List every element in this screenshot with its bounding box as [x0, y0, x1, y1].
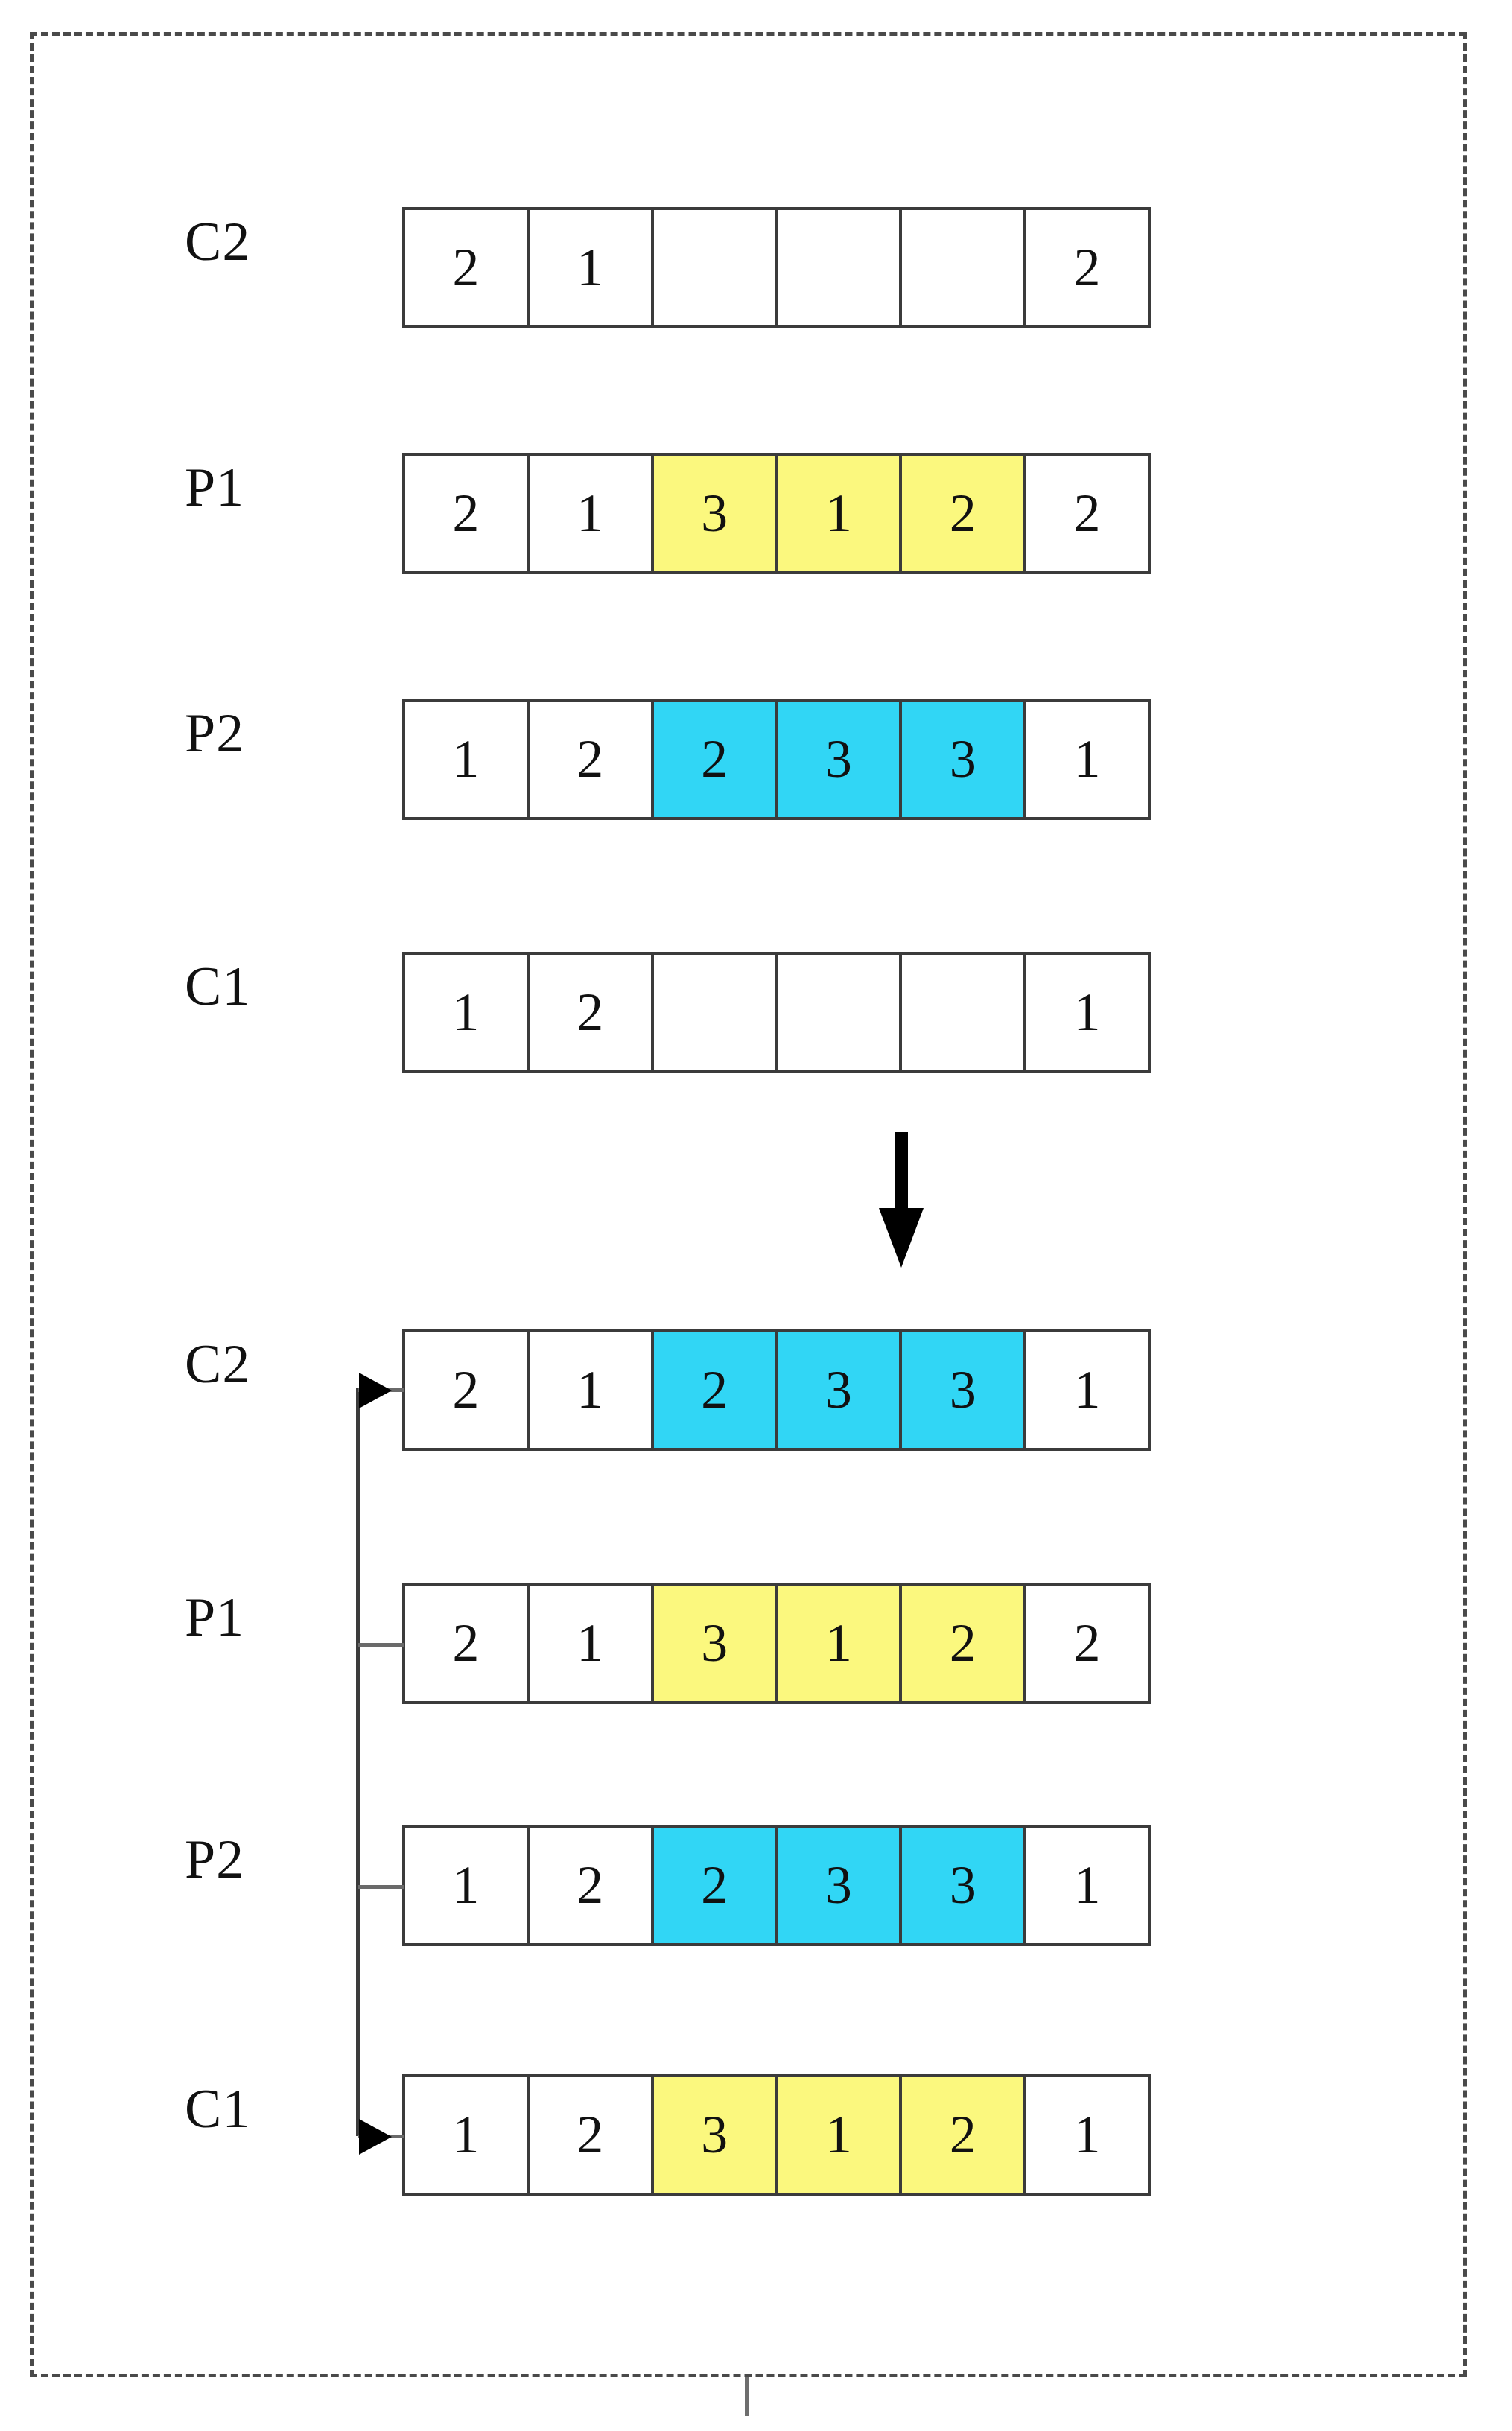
cell-before-p1-4: 2 [902, 456, 1027, 571]
cell-after-c2-1: 1 [529, 1332, 654, 1448]
cell-after-p1-1: 1 [529, 1586, 654, 1701]
cell-before-c2-0: 2 [405, 210, 530, 325]
cell-before-c1-2 [653, 955, 778, 1070]
cell-after-p2-4: 3 [902, 1828, 1027, 1943]
cell-before-c1-3 [778, 955, 903, 1070]
row-label-after-p1: P1 [185, 1587, 245, 1648]
cell-after-p2-3: 3 [778, 1828, 903, 1943]
cell-before-c1-1: 2 [529, 955, 654, 1070]
cell-before-p2-5: 1 [1026, 702, 1148, 817]
cell-before-p1-5: 2 [1026, 456, 1148, 571]
cell-before-p2-0: 1 [405, 702, 530, 817]
row-label-before-c2: C2 [185, 212, 251, 273]
cell-before-c2-1: 1 [529, 210, 654, 325]
cell-after-p1-2: 3 [653, 1586, 778, 1701]
cell-before-p1-2: 3 [653, 456, 778, 571]
row-label-before-p1: P1 [185, 457, 245, 518]
cell-after-p2-5: 1 [1026, 1828, 1148, 1943]
cell-after-c1-0: 1 [405, 2077, 530, 2193]
cell-after-c2-0: 2 [405, 1332, 530, 1448]
cell-after-p2-1: 2 [529, 1828, 654, 1943]
cell-after-p1-0: 2 [405, 1586, 530, 1701]
outer-dashed-frame [30, 32, 1467, 2377]
cell-before-c2-2 [653, 210, 778, 325]
row-label-after-c2: C2 [185, 1334, 251, 1395]
cell-after-c1-5: 1 [1026, 2077, 1148, 2193]
cell-before-p1-0: 2 [405, 456, 530, 571]
cell-before-p2-3: 3 [778, 702, 903, 817]
cell-before-p1-1: 1 [529, 456, 654, 571]
cell-before-p1-3: 1 [778, 456, 903, 571]
cell-after-p1-4: 2 [902, 1586, 1027, 1701]
cell-before-c1-0: 1 [405, 955, 530, 1070]
cell-after-c2-5: 1 [1026, 1332, 1148, 1448]
cell-before-c2-5: 2 [1026, 210, 1148, 325]
cell-after-c2-4: 3 [902, 1332, 1027, 1448]
cell-before-c1-5: 1 [1026, 955, 1148, 1070]
frame-bottom-tick [745, 2377, 749, 2416]
cell-after-c2-2: 2 [653, 1332, 778, 1448]
cell-after-p2-0: 1 [405, 1828, 530, 1943]
cell-after-c1-4: 2 [902, 2077, 1027, 2193]
row-label-after-p2: P2 [185, 1829, 245, 1890]
row-label-before-p2: P2 [185, 703, 245, 764]
cell-before-c2-4 [902, 210, 1027, 325]
cell-before-p2-4: 3 [902, 702, 1027, 817]
row-label-before-c1: C1 [185, 956, 251, 1017]
cell-after-p2-2: 2 [653, 1828, 778, 1943]
cell-after-c1-3: 1 [778, 2077, 903, 2193]
down-arrow-shaft [895, 1132, 908, 1214]
cell-before-c2-3 [778, 210, 903, 325]
down-arrow-icon [879, 1132, 924, 1268]
cell-after-p1-3: 1 [778, 1586, 903, 1701]
cell-after-c1-2: 3 [653, 2077, 778, 2193]
cell-before-p2-1: 2 [529, 702, 654, 817]
row-label-after-c1: C1 [185, 2079, 251, 2140]
cell-before-p2-2: 2 [653, 702, 778, 817]
cell-after-c1-1: 2 [529, 2077, 654, 2193]
cell-after-p1-5: 2 [1026, 1586, 1148, 1701]
down-arrow-head [879, 1208, 924, 1268]
cell-after-c2-3: 3 [778, 1332, 903, 1448]
cell-before-c1-4 [902, 955, 1027, 1070]
